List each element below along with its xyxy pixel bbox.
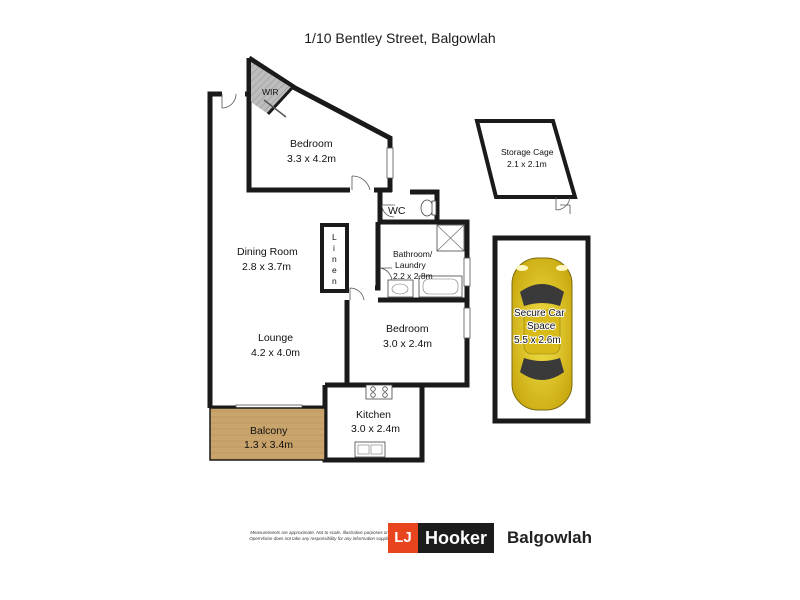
balcony-label: Balcony — [250, 425, 288, 437]
bedroom1-label: Bedroom — [290, 138, 333, 150]
balcony-deck — [209, 407, 326, 461]
kitchen-label: Kitchen — [356, 409, 391, 421]
bedroom-window — [386, 147, 394, 179]
footer: Measurements are approximate. Not to sca… — [225, 523, 605, 555]
sink — [354, 441, 386, 458]
plan-title: 1/10 Bentley Street, Balgowlah — [304, 30, 496, 46]
car-space-size: 5.5 x 2.6m — [514, 335, 561, 346]
bedroom2-window — [463, 307, 471, 339]
bedroom-door — [351, 175, 371, 191]
wir-label: WIR — [262, 87, 279, 97]
wc-label: WC — [388, 205, 406, 217]
bathroom-label: Bathroom/ — [393, 249, 433, 259]
bathroom-window — [463, 257, 471, 287]
dining-size: 2.8 x 3.7m — [242, 261, 291, 273]
apartment-walls — [207, 55, 470, 463]
linen-letter-1: L — [332, 232, 337, 242]
linen-cupboard-wall — [320, 223, 349, 293]
kitchen-fixtures — [354, 384, 393, 458]
bedroom2-left-wall — [325, 300, 350, 388]
toilet — [420, 199, 434, 217]
storage-cage — [474, 119, 578, 199]
cooktop — [365, 384, 393, 400]
car-icon — [511, 257, 573, 411]
wc-door — [381, 204, 395, 218]
lounge-label: Lounge — [258, 332, 293, 344]
storage-label: Storage Cage — [501, 147, 554, 157]
balcony-size: 1.3 x 3.4m — [244, 439, 293, 451]
bedroom1-size: 3.3 x 4.2m — [287, 153, 336, 165]
lj-hooker-logo: LJ Hooker — [388, 523, 494, 553]
door-swings — [221, 93, 571, 301]
dining-label: Dining Room — [237, 246, 298, 258]
bedroom-left-wall — [246, 58, 350, 193]
lounge-size: 4.2 x 4.0m — [251, 347, 300, 359]
wir-room — [251, 62, 292, 114]
office-name: Balgowlah — [507, 528, 593, 547]
car-space-label-2: Space — [527, 321, 556, 332]
bathroom-wall — [375, 222, 381, 291]
logo-word: Hooker — [418, 523, 494, 553]
bathroom-label-2: Laundry — [395, 260, 426, 270]
kitchen-size: 3.0 x 2.4m — [351, 423, 400, 435]
linen-letter-2: i — [333, 243, 335, 253]
laundry-tub — [418, 275, 463, 298]
storage-size: 2.1 x 2.1m — [507, 159, 547, 169]
logo-mark: LJ — [388, 523, 418, 553]
disclaimer-text: Measurements are approximate. Not to sca… — [249, 530, 393, 541]
car-space-label: Secure Car — [514, 308, 565, 319]
bedroom2-door — [349, 287, 365, 301]
bedroom2-label: Bedroom — [386, 323, 429, 335]
bathroom-fixtures — [387, 199, 465, 298]
bedroom2-size: 3.0 x 2.4m — [383, 338, 432, 350]
linen-letter-4: e — [332, 265, 337, 275]
bathroom-size: 2.2 x 2.8m — [393, 271, 433, 281]
storage-door — [560, 204, 571, 214]
linen-letter-5: n — [332, 276, 337, 286]
entry-door — [221, 93, 237, 109]
linen-letter-3: n — [332, 254, 337, 264]
outer-left-wall — [207, 91, 222, 408]
